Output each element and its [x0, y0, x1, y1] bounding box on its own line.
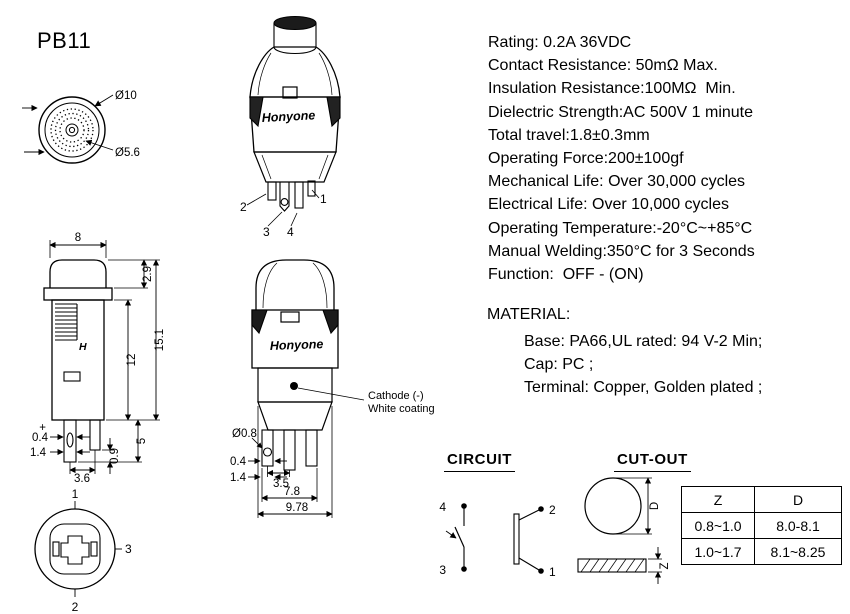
spec-mechanical-life: Mechanical Life: Over 30,000 cycles [488, 173, 746, 191]
dim-cap-width: 8 [75, 232, 81, 244]
dim-pin-pitch-front: 3.5 [273, 478, 289, 490]
perspective-pin-2-label: 2 [240, 200, 247, 214]
part-number-title: PB11 [37, 28, 92, 53]
dim-pin-pitch: 3.6 [74, 473, 90, 485]
brand-logo-text: Honyone [261, 108, 315, 125]
circuit-pin-4-label: 4 [439, 500, 446, 514]
perspective-pin-3-label: 3 [263, 225, 270, 239]
table-row: 1.0~1.7 8.1~8.25 [681, 538, 842, 565]
dim-total-height: 15.1 [154, 329, 166, 351]
cathode-note-line2: White coating [368, 403, 435, 415]
cutout-section-heading: CUT-OUT [614, 451, 691, 472]
table-row: 0.8~1.0 8.0-8.1 [681, 512, 842, 539]
dim-inner-diameter: Ø5.6 [115, 147, 140, 159]
cutout-drawing: D Z [577, 477, 671, 584]
spec-contact-resistance: Contact Resistance: 50mΩ Max. [488, 57, 718, 75]
dim-pin-length: 5 [136, 438, 148, 444]
dim-outer-diameter: Ø10 [115, 90, 137, 102]
dim-cap-height: 2.9 [142, 266, 154, 282]
dim-pin-thickness: 0.4 [32, 432, 49, 444]
dim-body-height: 12 [126, 354, 138, 367]
spec-total-travel: Total travel:1.8±0.3mm [488, 126, 650, 144]
table-header-d: D [754, 486, 842, 513]
dim-pin-width-front: 1.4 [230, 472, 247, 484]
spec-dielectric-strength: Dielectric Strength:AC 500V 1 minute [488, 103, 754, 121]
bottom-pin-1-label: 1 [72, 487, 79, 501]
table-header-z: Z [681, 486, 755, 513]
bottom-view-drawing: 1 3 2 [34, 487, 132, 614]
cutout-dim-z-label: Z [659, 562, 671, 569]
table-cell-d2: 8.1~8.25 [754, 538, 842, 565]
plus-mark: + [39, 422, 46, 434]
perspective-view-drawing: 2 3 4 1 Honyone [240, 15, 341, 239]
material-list: Base: PA66,UL rated: 94 V-2 Min; Cap: PC… [524, 330, 762, 400]
cutout-dim-d-label: D [649, 502, 661, 510]
spec-insulation-resistance: Insulation Resistance:100MΩ Min. [488, 80, 736, 98]
side-view-drawing: 8 2.9 15.1 12 5 0.9 [30, 232, 166, 485]
specifications-list: Rating: 0.2A 36VDC Contact Resistance: 5… [488, 31, 755, 286]
table-header-row: Z D [681, 486, 842, 513]
table-cell-z2: 1.0~1.7 [681, 538, 755, 565]
spec-rating: Rating: 0.2A 36VDC [488, 34, 632, 51]
dim-body-width: 7.8 [284, 486, 300, 498]
perspective-pin-1-label: 1 [320, 192, 327, 206]
dim-overall-width: 9.78 [286, 502, 308, 514]
dim-offset: 0.9 [109, 448, 121, 464]
spec-function: Function: OFF - (ON) [488, 266, 644, 284]
front-view-drawing: Honyone Cathode (-) White coating Ø0.8 0… [230, 259, 435, 518]
table-cell-z1: 0.8~1.0 [681, 512, 755, 539]
bottom-pin-3-label: 3 [125, 542, 132, 556]
material-heading: MATERIAL: [487, 306, 571, 323]
brand-logo-text-front: Honyone [270, 337, 324, 353]
cathode-note-line1: Cathode (-) [368, 390, 424, 402]
table-cell-d1: 8.0-8.1 [754, 512, 842, 539]
spec-manual-welding: Manual Welding:350°C for 3 Seconds [488, 242, 755, 260]
dim-pin-width: 1.4 [30, 447, 47, 459]
top-view-drawing: Ø10 Ø5.6 [22, 90, 140, 164]
spec-electrical-life: Electrical Life: Over 10,000 cycles [488, 196, 729, 214]
bottom-pin-2-label: 2 [72, 600, 79, 614]
dim-pin-thickness-front: 0.4 [230, 456, 247, 468]
circuit-pin-2-label: 2 [549, 503, 556, 517]
dim-hole-diameter: Ø0.8 [232, 428, 257, 440]
spec-operating-temperature: Operating Temperature:-20°C~+85°C [488, 219, 753, 237]
brand-letter: H [79, 341, 87, 353]
material-cap: Cap: PC ; [524, 356, 594, 374]
spec-operating-force: Operating Force:200±100gf [488, 150, 684, 168]
circuit-diagram: 4 3 2 1 [439, 500, 556, 579]
cutout-dimensions-table: Z D 0.8~1.0 8.0-8.1 1.0~1.7 8.1~8.25 [681, 486, 842, 565]
circuit-pin-3-label: 3 [439, 563, 446, 577]
circuit-section-heading: CIRCUIT [444, 451, 516, 472]
material-terminal: Terminal: Copper, Golden plated ; [524, 379, 763, 397]
perspective-pin-4-label: 4 [287, 225, 294, 239]
circuit-pin-1-label: 1 [549, 565, 556, 579]
material-base: Base: PA66,UL rated: 94 V-2 Min; [524, 333, 763, 350]
